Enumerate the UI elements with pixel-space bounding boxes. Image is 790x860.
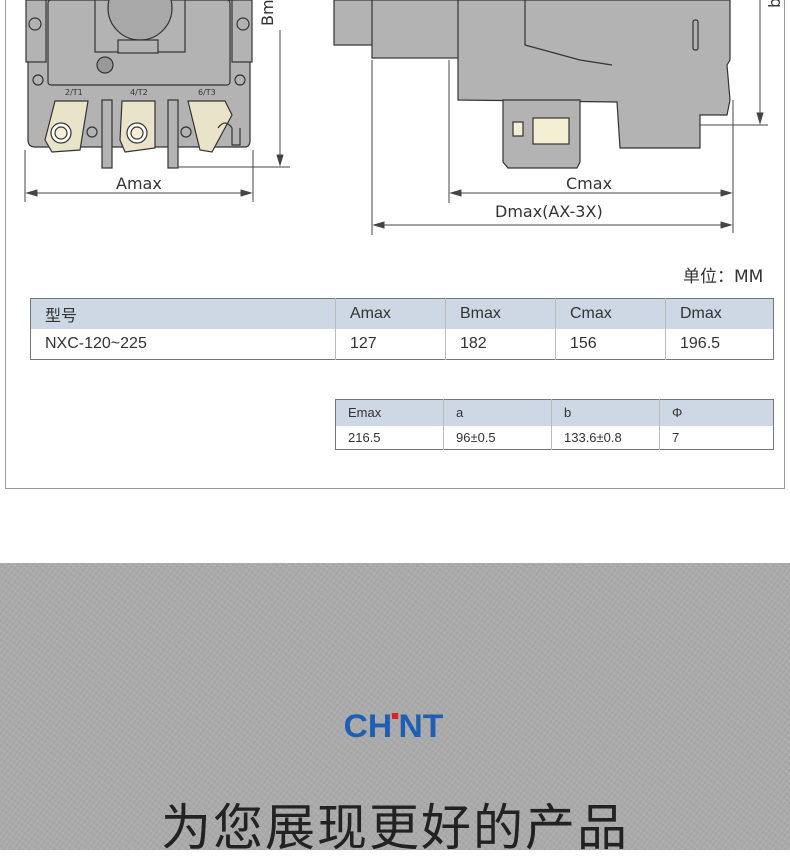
dmax-dimension-label: Dmax(AX-3X): [495, 202, 603, 221]
amax-dimension-label: Amax: [116, 174, 162, 193]
side-view-drawing: [333, 0, 731, 169]
header-cell: Amax: [335, 298, 446, 329]
header-cell: Φ: [659, 399, 774, 426]
front-view-drawing: [25, 0, 253, 169]
terminal-label-2: 4/T2: [130, 88, 148, 97]
extra-dimensions-table: Emax a b Φ 216.5 96±0.5 133.6±0.8 7: [335, 399, 774, 450]
cell: 96±0.5: [443, 425, 552, 450]
brand-banner: [0, 563, 790, 850]
cell: 182: [445, 328, 556, 360]
slogan: 为您展现更好的产品: [161, 799, 629, 857]
cell: 216.5: [348, 429, 381, 445]
header-cell: a: [443, 399, 552, 426]
unit-label: 单位：MM: [683, 267, 764, 287]
b-dimension-label: b: [765, 0, 784, 8]
cmax-dimension-label: Cmax: [566, 174, 613, 193]
cell: NXC-120~225: [45, 334, 147, 352]
table-header-row: 型号 Amax Bmax Cmax Dmax: [30, 298, 774, 329]
terminal-label-1: 2/T1: [65, 88, 83, 97]
terminal-label-3: 6/T3: [198, 88, 216, 97]
header-cell: Cmax: [555, 298, 666, 329]
cell: 196.5: [665, 328, 774, 360]
table-row: NXC-120~225 127 182 156 196.5: [31, 328, 774, 360]
header-cell: b: [551, 399, 660, 426]
cell: 133.6±0.8: [551, 425, 660, 450]
header-cell: Emax: [335, 399, 444, 426]
header-cell: 型号: [30, 298, 336, 329]
bmax-dimension-label: Bm: [258, 0, 277, 26]
cell: 7: [659, 425, 774, 450]
header-cell: Bmax: [445, 298, 556, 329]
cell: 156: [555, 328, 666, 360]
header-cell: Dmax: [665, 298, 774, 329]
table-row: 216.5 96±0.5 133.6±0.8 7: [336, 425, 774, 450]
table-header-row: Emax a b Φ: [335, 399, 774, 426]
cell: 127: [335, 328, 446, 360]
dimension-diagram: [24, 0, 768, 235]
dimensions-table: 型号 Amax Bmax Cmax Dmax NXC-120~225 127 1…: [30, 298, 774, 360]
